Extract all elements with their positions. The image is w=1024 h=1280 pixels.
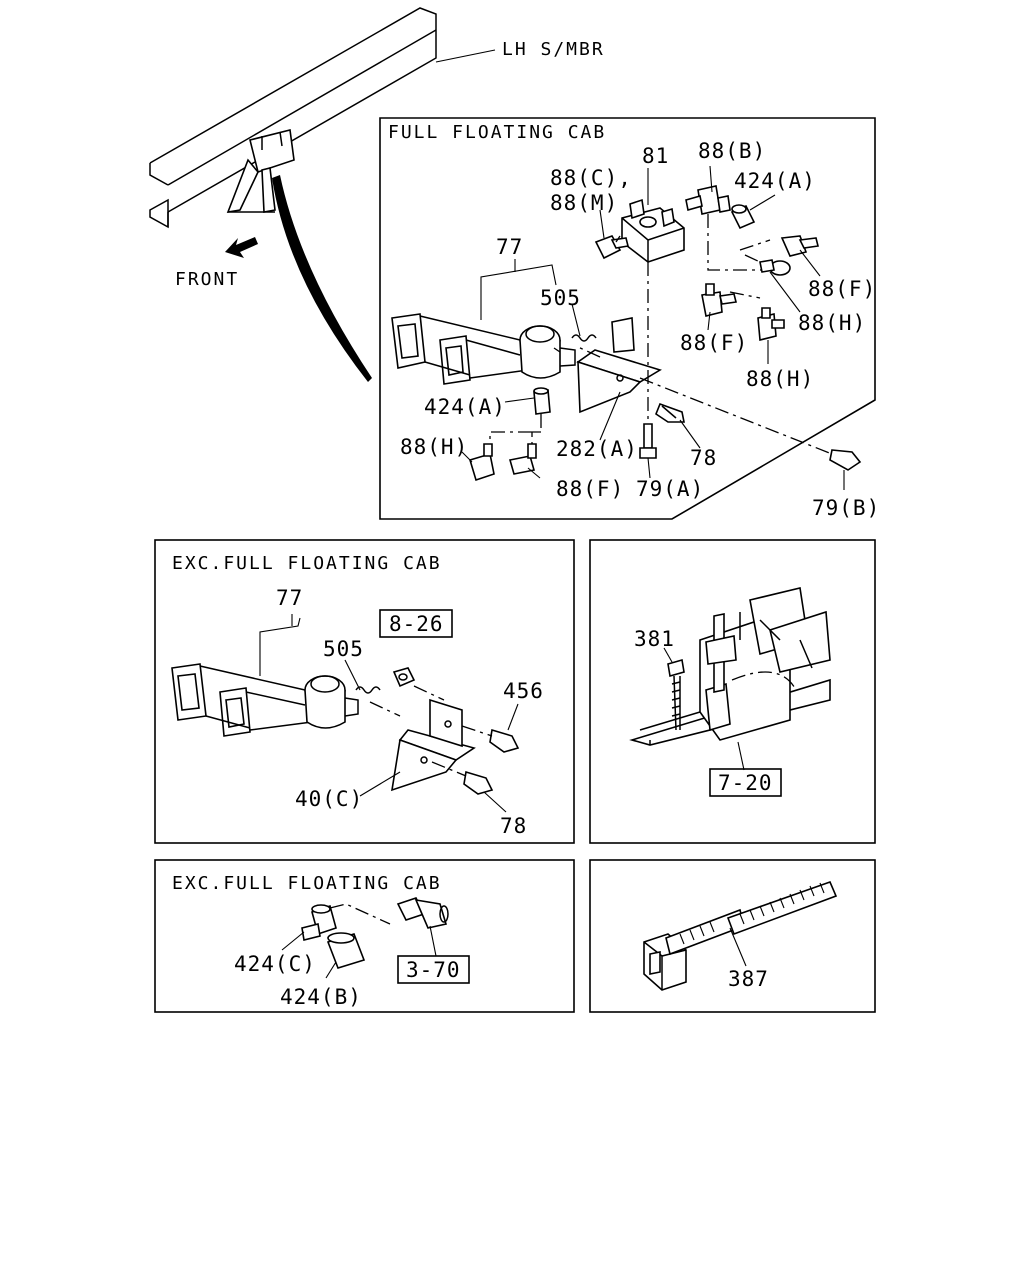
callout-40C: 40(C) (295, 787, 363, 811)
bolt-79A (639, 423, 657, 459)
fitting-88H-mid (757, 307, 785, 342)
callout-424B: 424(B) (280, 985, 362, 1009)
front-arrow (225, 237, 258, 258)
ref-box-8-26[interactable] (379, 609, 453, 638)
leader-387 (729, 927, 747, 967)
callout-456: 456 (503, 679, 544, 703)
leaders-panel4 (281, 925, 437, 979)
callout-505-exc: 505 (323, 637, 364, 661)
panel-exc-fittings (154, 859, 575, 1013)
callout-387: 387 (728, 967, 769, 991)
panel-exc-bracket (154, 539, 575, 844)
fitting-88F-low (508, 443, 537, 475)
fitting-88H-low (469, 443, 495, 482)
callout-78: 78 (690, 446, 717, 470)
frame-label: LH S/MBR (502, 39, 605, 60)
fitting-424B (326, 932, 366, 969)
callout-88B: 88(B) (698, 139, 766, 163)
callout-88C: 88(C), (550, 166, 632, 190)
panel-exc-bracket-title: EXC.FULL FLOATING CAB (172, 553, 442, 574)
ref-box-3-70[interactable] (397, 955, 470, 984)
spring-505 (571, 334, 597, 342)
callout-282A: 282(A) (556, 437, 638, 461)
callout-88H-top: 88(H) (798, 311, 866, 335)
mount-assembly (629, 587, 831, 746)
callout-88H-low: 88(H) (400, 435, 468, 459)
bolt-78 (655, 402, 685, 423)
leader-381 (663, 647, 673, 663)
ref-box-7-20-label: 7-20 (718, 771, 773, 795)
callout-381: 381 (634, 627, 675, 651)
fitting-88B (685, 185, 731, 215)
leader-7-20 (737, 741, 745, 771)
frame-leader (435, 49, 496, 63)
bracket-282A (576, 317, 662, 414)
ref-box-7-20[interactable] (709, 768, 782, 797)
bolt-78-exc (463, 770, 494, 795)
front-label: FRONT (175, 269, 239, 290)
callout-88F-mid: 88(F) (680, 331, 748, 355)
callout-79A: 79(A) (636, 477, 704, 501)
cab-arm (391, 313, 576, 385)
callout-88M: 88(M) (550, 191, 618, 215)
callout-505: 505 (540, 286, 581, 310)
frame-rail (149, 7, 437, 229)
fitting-424A-top (730, 204, 756, 230)
fitting-88C (594, 235, 629, 260)
callout-77-exc: 77 (276, 586, 303, 610)
junction-81 (621, 198, 685, 263)
callout-424C: 424(C) (234, 952, 316, 976)
leaders-panel1 (461, 165, 845, 490)
bracket-40C (391, 698, 476, 792)
fitting-elbow (396, 897, 449, 929)
callout-81: 81 (642, 144, 669, 168)
callout-88F-low: 88(F) (556, 477, 624, 501)
spring-505-exc (355, 686, 381, 694)
ref-box-3-70-label: 3-70 (406, 958, 461, 982)
ref-box-8-26-label: 8-26 (389, 612, 444, 636)
panel-mount-381 (589, 539, 876, 844)
fitting-88H-top (759, 259, 791, 276)
fitting-88F-top (780, 235, 819, 257)
bolt-456 (489, 728, 520, 753)
callout-79B: 79(B) (812, 496, 880, 520)
leaders-panel2 (259, 614, 519, 813)
callout-424A-low: 424(A) (424, 395, 506, 419)
callout-88F-top: 88(F) (808, 277, 876, 301)
callout-88H-mid: 88(H) (746, 367, 814, 391)
nut-exc (392, 667, 416, 688)
exc-arm (171, 663, 359, 737)
clip-387 (643, 880, 838, 991)
bolt-79B (829, 449, 862, 471)
callout-78-exc: 78 (500, 814, 527, 838)
bolt-381 (667, 658, 685, 731)
panel-full-floating (379, 117, 876, 520)
detail-arrow (272, 175, 372, 382)
panel-full-floating-title: FULL FLOATING CAB (388, 122, 606, 143)
fitting-424C (301, 904, 337, 941)
panel-clip-387 (589, 859, 876, 1013)
fitting-88F-mid (701, 283, 737, 317)
callout-424A-top: 424(A) (734, 169, 816, 193)
panel-exc-fittings-title: EXC.FULL FLOATING CAB (172, 873, 442, 894)
fitting-424A-low (533, 387, 551, 415)
callout-77: 77 (496, 235, 523, 259)
